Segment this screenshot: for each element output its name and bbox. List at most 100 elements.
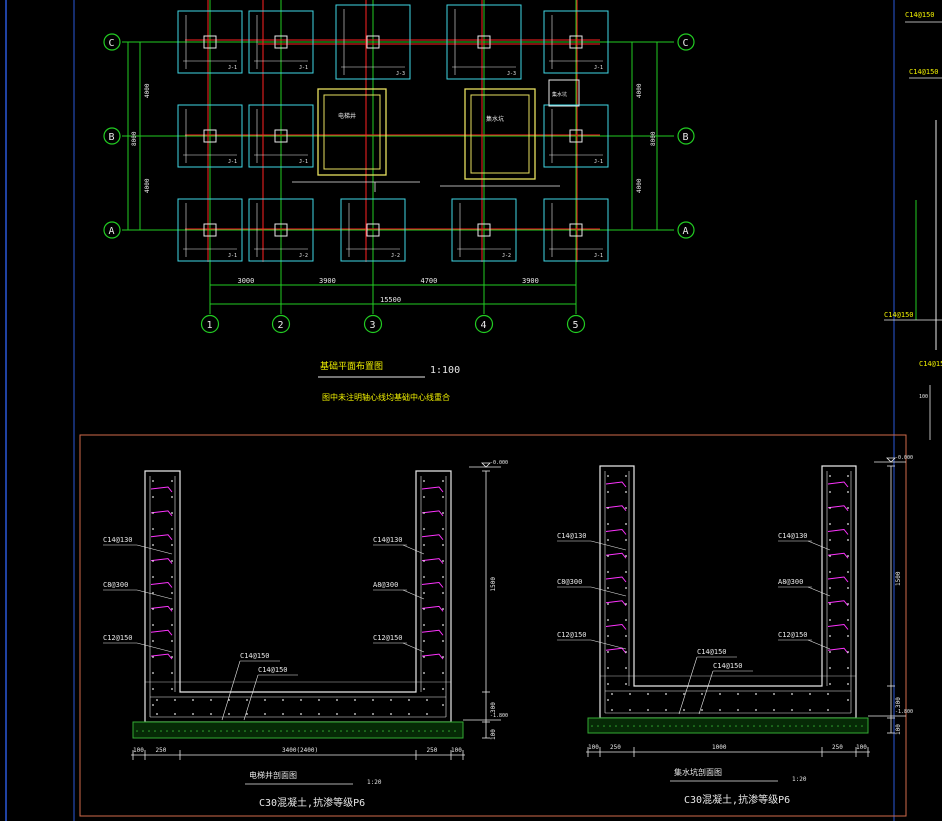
section-scale: 1:20 bbox=[792, 776, 807, 783]
rebar-dot bbox=[282, 713, 284, 715]
pad-aggregate bbox=[627, 725, 629, 727]
rebar-dot bbox=[442, 656, 444, 658]
pad-aggregate bbox=[711, 725, 713, 727]
top-elev-label: -0.000 bbox=[490, 460, 508, 466]
footing-outline bbox=[446, 4, 522, 80]
rebar-hook bbox=[421, 486, 444, 493]
footing-tag: J-1 bbox=[228, 159, 237, 165]
pad-aggregate bbox=[783, 725, 785, 727]
rebar-dot bbox=[152, 656, 154, 658]
rebar-dot bbox=[171, 496, 173, 498]
rebar-dot bbox=[372, 713, 374, 715]
footing-outline bbox=[177, 104, 243, 168]
pad-aggregate bbox=[765, 725, 767, 727]
pad-aggregate bbox=[591, 725, 593, 727]
rebar-dot bbox=[442, 544, 444, 546]
rebar-dot bbox=[625, 667, 627, 669]
bottom-dim-label: 250 bbox=[610, 744, 621, 751]
pad-aggregate bbox=[382, 730, 384, 732]
pad-aggregate bbox=[178, 730, 180, 732]
rebar-label-bottom: C14@150 bbox=[258, 666, 288, 674]
rebar-dot bbox=[423, 656, 425, 658]
rebar-hook bbox=[421, 653, 444, 660]
pad-aggregate bbox=[813, 725, 815, 727]
rebar-dot bbox=[607, 667, 609, 669]
rebar-hook bbox=[421, 605, 444, 612]
col-axis-bubble bbox=[271, 314, 291, 334]
leader-line bbox=[590, 586, 627, 597]
rebar-dot bbox=[442, 624, 444, 626]
plan-title: 基础平面布置图 bbox=[320, 360, 383, 372]
rebar-hook bbox=[605, 623, 627, 630]
pad-aggregate bbox=[262, 730, 264, 732]
leader-line bbox=[678, 656, 698, 715]
footing-outline bbox=[340, 198, 406, 262]
rebar-hook bbox=[827, 623, 849, 630]
rebar-label-right: C14@130 bbox=[778, 532, 808, 540]
pad-aggregate bbox=[406, 730, 408, 732]
rebar-dot bbox=[210, 699, 212, 701]
elevator-pit-inner bbox=[323, 94, 381, 170]
rebar-dot bbox=[625, 555, 627, 557]
leader-line bbox=[590, 639, 627, 650]
rebar-dot bbox=[171, 480, 173, 482]
pad-aggregate bbox=[352, 730, 354, 732]
footing-8: J-1 bbox=[543, 104, 609, 168]
leader-line bbox=[807, 540, 831, 551]
rebar-dot bbox=[847, 651, 849, 653]
rebar-dot bbox=[300, 699, 302, 701]
rebar-dot bbox=[210, 713, 212, 715]
rebar-hook bbox=[605, 552, 627, 559]
footing-tag: J-1 bbox=[594, 253, 603, 259]
pad-aggregate bbox=[346, 730, 348, 732]
rebar-dot bbox=[683, 709, 685, 711]
pad-aggregate bbox=[663, 725, 665, 727]
sump-pit-outer bbox=[464, 88, 536, 180]
rebar-hook bbox=[150, 510, 173, 517]
left-dim-label: 4000 bbox=[144, 178, 151, 193]
rebar-dot bbox=[372, 699, 374, 701]
concrete-spec: C30混凝土,抗渗等级P6 bbox=[684, 793, 790, 806]
pad-aggregate bbox=[771, 725, 773, 727]
rebar-hook bbox=[421, 581, 444, 588]
rebar-dot bbox=[829, 491, 831, 493]
column-stub bbox=[366, 35, 380, 49]
rebar-dot bbox=[629, 709, 631, 711]
col-axis-label: 1 bbox=[207, 320, 213, 331]
pad-aggregate bbox=[735, 725, 737, 727]
elevator-pit-label: 电梯井 bbox=[338, 112, 356, 120]
leader-line bbox=[243, 674, 259, 721]
col-axis-label: 4 bbox=[481, 320, 487, 331]
leader-line bbox=[590, 540, 627, 551]
bottom-dim-label: 100 bbox=[451, 747, 462, 754]
rebar-dot bbox=[171, 592, 173, 594]
pad-aggregate bbox=[633, 725, 635, 727]
rebar-dot bbox=[171, 512, 173, 514]
rebar-dot bbox=[228, 713, 230, 715]
rebar-dot bbox=[264, 699, 266, 701]
rebar-dot bbox=[171, 640, 173, 642]
pad-aggregate bbox=[220, 730, 222, 732]
rebar-label-left: C8@300 bbox=[103, 581, 128, 589]
row-axis-label: C bbox=[109, 38, 115, 49]
pad-aggregate bbox=[142, 730, 144, 732]
pad-aggregate bbox=[328, 730, 330, 732]
rebar-dot bbox=[390, 713, 392, 715]
rebar-dot bbox=[847, 475, 849, 477]
pad-aggregate bbox=[615, 725, 617, 727]
footing-1: J-1 bbox=[177, 10, 243, 74]
rebar-label-right: A8@300 bbox=[373, 581, 398, 589]
rebar-dot bbox=[847, 667, 849, 669]
pad-aggregate bbox=[310, 730, 312, 732]
rebar-dot bbox=[152, 608, 154, 610]
plan-scale: 1:100 bbox=[430, 365, 460, 376]
pad-aggregate bbox=[687, 725, 689, 727]
rebar-dot bbox=[625, 491, 627, 493]
leader-line bbox=[136, 589, 173, 600]
rebar-dot bbox=[174, 713, 176, 715]
rebar-dot bbox=[607, 683, 609, 685]
rebar-dot bbox=[625, 475, 627, 477]
sections-frame bbox=[79, 434, 907, 817]
rebar-dot bbox=[336, 699, 338, 701]
